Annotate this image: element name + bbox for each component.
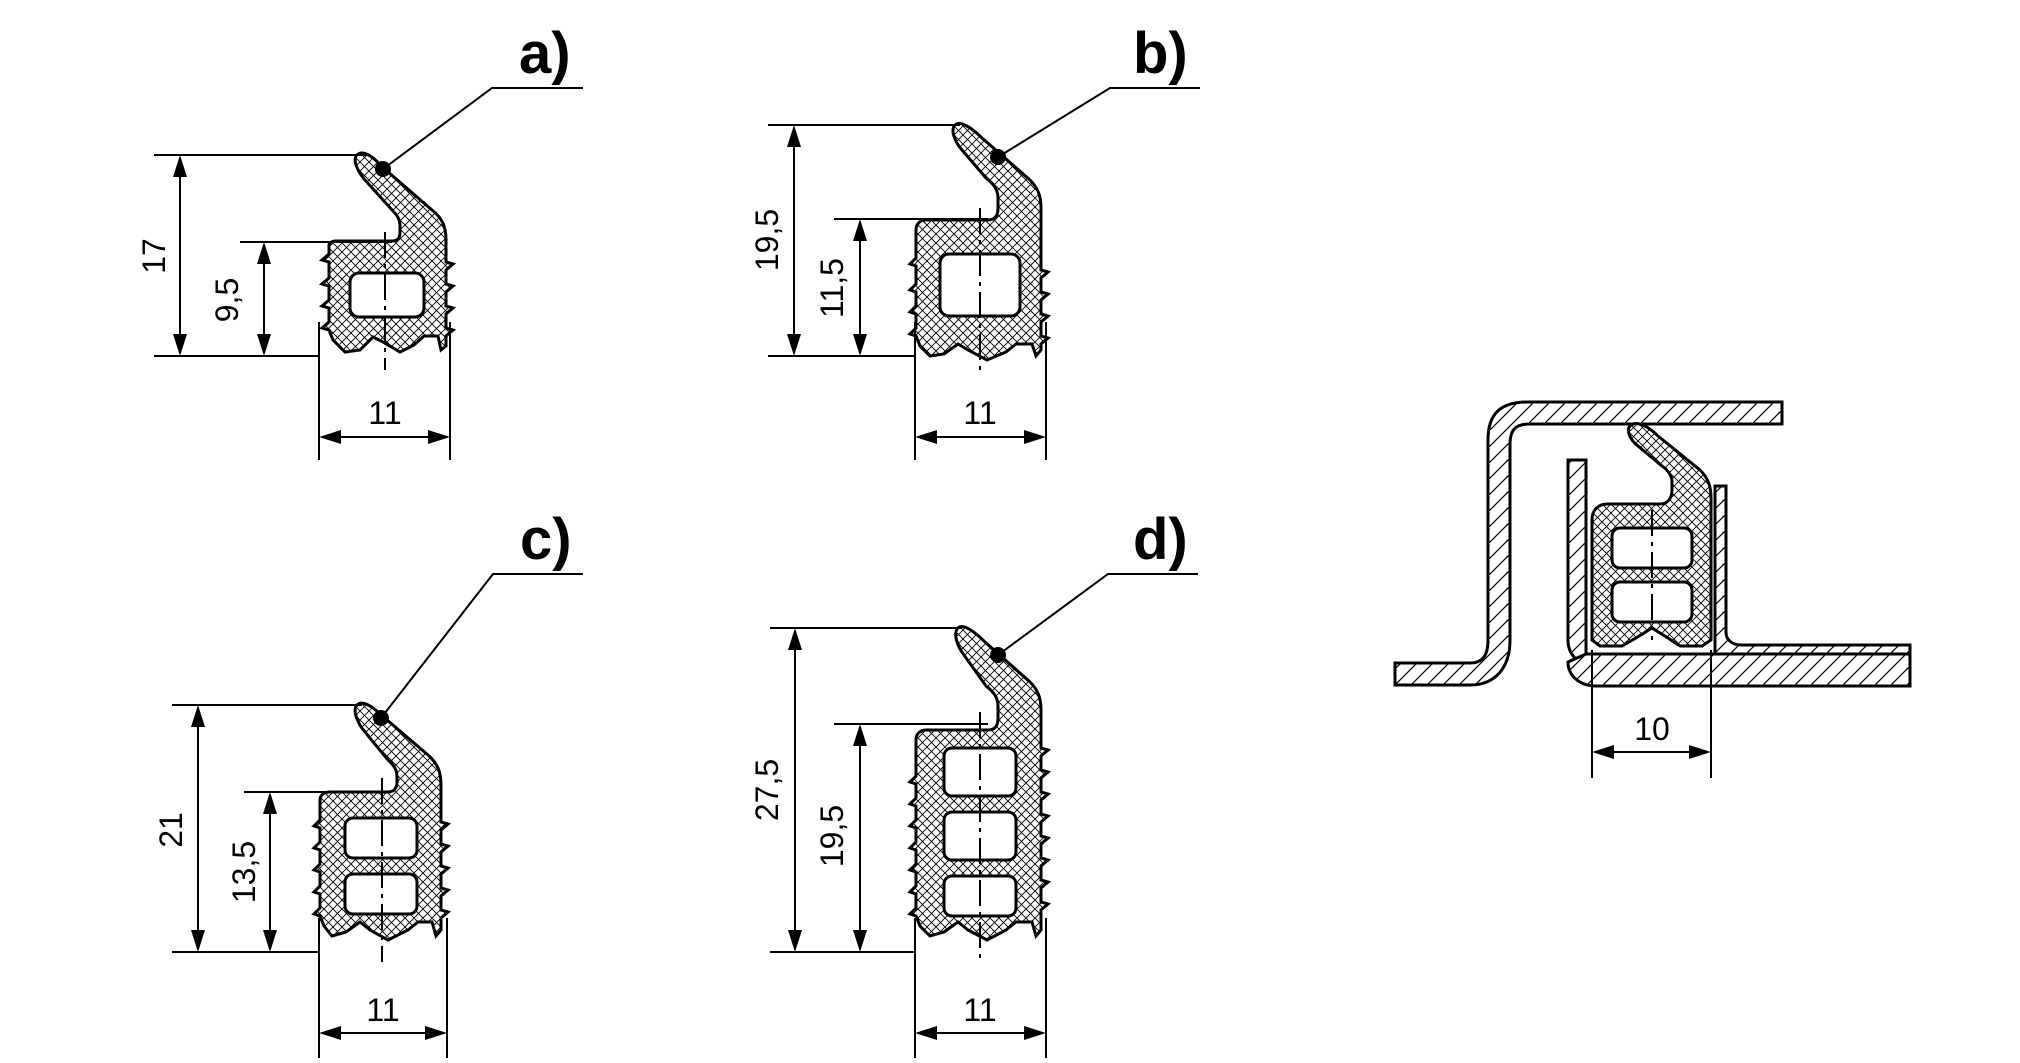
profile-c: c) 21 13,5 11 — [153, 507, 583, 1058]
dim-overall-height-b: 19,5 — [749, 209, 785, 271]
label-d: d) — [1133, 507, 1188, 572]
leader-a — [382, 87, 583, 170]
label-c: c) — [520, 507, 572, 572]
leader-d — [997, 573, 1198, 656]
dim-width-d: 11 — [963, 992, 996, 1028]
dim-width-b: 11 — [963, 395, 996, 431]
profile-d: d) 27,5 19,5 11 — [749, 507, 1198, 1058]
dim-base-height-a: 9,5 — [209, 278, 245, 322]
dim-width-a: 11 — [368, 395, 401, 431]
upper-panel-sheet — [1393, 400, 1784, 687]
dim-overall-height-a: 17 — [136, 238, 172, 274]
label-a: a) — [519, 21, 571, 86]
installation-detail: 10 — [1393, 400, 1912, 778]
seal-body-a — [318, 151, 457, 354]
dim-overall-height-c: 21 — [153, 812, 189, 848]
base-sheet — [1566, 652, 1912, 688]
dim-base-height-b: 11,5 — [814, 258, 850, 318]
leader-b — [997, 87, 1200, 158]
leader-c — [380, 573, 583, 719]
profile-a: a) 17 9,5 11 — [136, 21, 583, 460]
label-b: b) — [1133, 21, 1188, 86]
seal-cavity-a — [348, 271, 426, 319]
dim-overall-height-d: 27,5 — [749, 759, 785, 821]
dim-base-height-c: 13,5 — [226, 841, 262, 903]
dim-base-height-d: 19,5 — [814, 805, 850, 867]
dim-gap-width: 10 — [1634, 711, 1670, 747]
profile-b: b) 19,5 11,5 11 — [749, 21, 1200, 460]
dim-width-c: 11 — [366, 992, 399, 1028]
